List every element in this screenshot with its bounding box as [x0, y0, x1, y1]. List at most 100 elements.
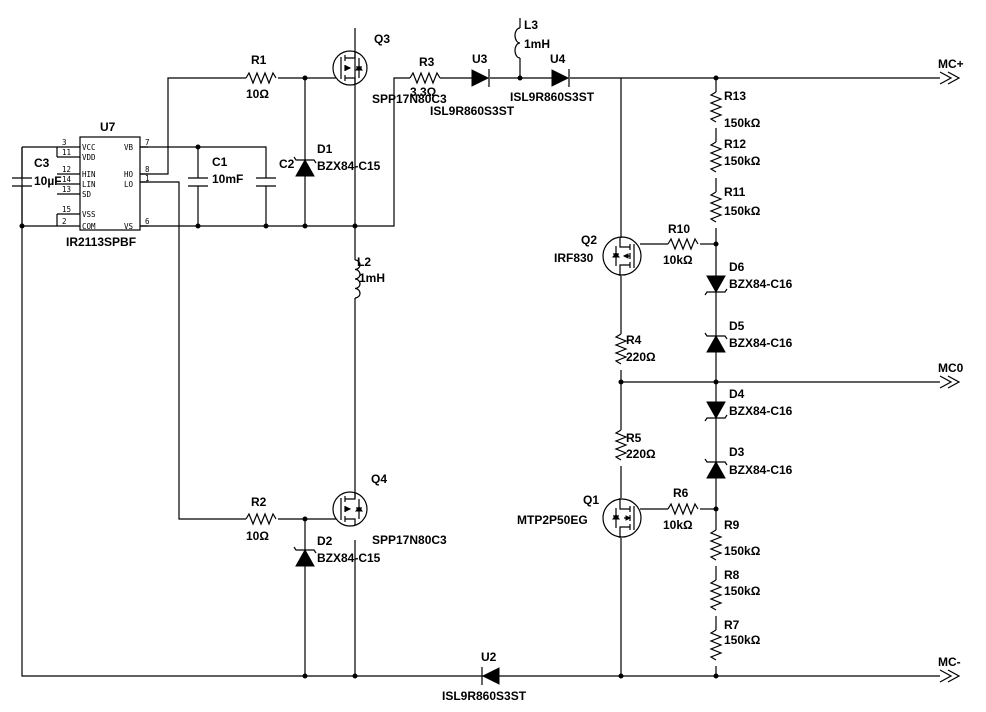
c1-value: 10mF — [212, 172, 243, 186]
ic-u7: U7 IR2113SPBF 3 VCC 11 VDD 12 HIN 14 LIN… — [57, 120, 150, 249]
r2-value: 10Ω — [246, 529, 269, 543]
d1-ref: D1 — [317, 142, 333, 156]
resistor-r4: R4 220Ω — [614, 333, 656, 365]
r9-ref: R9 — [724, 518, 740, 532]
inductor-l2: L2 1mH — [354, 255, 385, 299]
zener-d5: D5 BZX84-C16 — [704, 319, 793, 353]
diode-u2: U2 ISL9R860S3ST — [442, 650, 527, 703]
q2-part: IRF830 — [554, 251, 594, 265]
r4-ref: R4 — [626, 333, 642, 347]
r11-value: 150kΩ — [724, 204, 761, 218]
c2-ref: C2 — [279, 157, 295, 171]
c3-ref: C3 — [34, 156, 50, 170]
u3-ref: U3 — [472, 52, 488, 66]
mosfet-q3: Q3 SPP17N80C3 — [332, 32, 447, 106]
u7-pin-name: VCC — [82, 143, 96, 152]
d1-part: BZX84-C15 — [317, 159, 381, 173]
u7-pin-num: 7 — [145, 138, 150, 147]
r1-value: 10Ω — [246, 87, 269, 101]
u7-pin-num: 8 — [145, 165, 150, 174]
d6-ref: D6 — [729, 260, 745, 274]
r9-value: 150kΩ — [724, 544, 761, 558]
r13-ref: R13 — [724, 89, 746, 103]
l3-value: 1mH — [524, 37, 550, 51]
r1-ref: R1 — [251, 53, 267, 67]
d3-ref: D3 — [729, 445, 745, 459]
u7-pin-num: 6 — [145, 217, 150, 226]
zener-d3: D3 BZX84-C16 — [704, 445, 793, 479]
r4-value: 220Ω — [626, 350, 656, 364]
mosfet-q4: Q4 SPP17N80C3 — [332, 472, 447, 547]
u7-part: IR2113SPBF — [66, 235, 136, 249]
resistor-r11: R11 150kΩ — [709, 185, 761, 223]
r7-ref: R7 — [724, 618, 740, 632]
net-label-mc-minus: MC- — [938, 655, 961, 669]
resistor-r10: R10 10kΩ — [663, 222, 699, 267]
r12-value: 150kΩ — [724, 154, 761, 168]
diode-u3: U3 ISL9R860S3ST — [430, 52, 515, 118]
zener-d1: D1 BZX84-C15 — [293, 142, 381, 177]
q1-part: MTP2P50EG — [517, 513, 588, 527]
resistor-r12: R12 150kΩ — [709, 137, 761, 173]
q3-part: SPP17N80C3 — [372, 92, 447, 106]
u7-pin-num: 1 — [145, 174, 150, 183]
r5-value: 220Ω — [626, 447, 656, 461]
q1-ref: Q1 — [583, 493, 599, 507]
q2-ref: Q2 — [581, 233, 597, 247]
net-label-mc0: MC0 — [938, 361, 964, 375]
d5-part: BZX84-C16 — [729, 336, 793, 350]
u2-part: ISL9R860S3ST — [442, 689, 527, 703]
zener-d2: D2 BZX84-C15 — [293, 534, 381, 567]
resistor-r7: R7 150kΩ — [709, 618, 761, 661]
resistor-r9: R9 150kΩ — [709, 518, 761, 561]
r6-ref: R6 — [673, 486, 689, 500]
junctions — [19, 75, 719, 679]
u7-pin-num: 3 — [62, 138, 67, 147]
r10-value: 10kΩ — [663, 253, 693, 267]
net-port-mc-minus: MC- — [938, 655, 961, 683]
u7-pin-num: 13 — [62, 185, 71, 194]
r11-ref: R11 — [724, 185, 746, 199]
q4-part: SPP17N80C3 — [372, 533, 447, 547]
u2-ref: U2 — [481, 650, 497, 664]
capacitor-c3: C3 10µF — [12, 147, 62, 226]
u7-pin-num: 15 — [62, 205, 71, 214]
u3-part: ISL9R860S3ST — [430, 104, 515, 118]
u7-pin-name: LIN — [82, 180, 96, 189]
r8-ref: R8 — [724, 568, 740, 582]
d5-ref: D5 — [729, 319, 745, 333]
mosfet-q2: Q2 IRF830 — [554, 233, 642, 276]
resistor-r13: R13 150kΩ — [709, 89, 761, 130]
q3-ref: Q3 — [374, 32, 390, 46]
u7-pin-name: SD — [82, 190, 92, 199]
resistor-r1: R1 10Ω — [245, 53, 277, 101]
net-label-mc-plus: MC+ — [938, 57, 964, 71]
u7-pin-name: VB — [124, 143, 134, 152]
c3-value: 10µF — [34, 174, 62, 188]
r12-ref: R12 — [724, 137, 746, 151]
u4-ref: U4 — [550, 52, 566, 66]
r6-value: 10kΩ — [663, 518, 693, 532]
d4-ref: D4 — [729, 387, 745, 401]
u7-pin-num: 14 — [62, 175, 72, 184]
u7-pin-num: 2 — [62, 217, 67, 226]
net-port-mc-plus: MC+ — [938, 57, 964, 85]
u4-part: ISL9R860S3ST — [510, 90, 595, 104]
resistor-r5: R5 220Ω — [614, 429, 656, 461]
c1-ref: C1 — [212, 155, 228, 169]
net-ports: MC+ MC0 MC- — [938, 57, 964, 683]
resistor-r6: R6 10kΩ — [663, 486, 699, 532]
l3-ref: L3 — [524, 18, 538, 32]
d4-part: BZX84-C16 — [729, 404, 793, 418]
u7-pin-name: VSS — [82, 210, 96, 219]
u7-pin-name: HO — [124, 170, 134, 179]
d2-ref: D2 — [317, 534, 333, 548]
u7-pin-name: COM — [82, 222, 96, 231]
diode-u4: U4 ISL9R860S3ST — [510, 52, 595, 104]
u7-pin-name: VDD — [82, 153, 96, 162]
d6-part: BZX84-C16 — [729, 277, 793, 291]
capacitor-c2: C2 — [256, 157, 295, 187]
l2-value: 1mH — [359, 271, 385, 285]
u7-pin-num: 12 — [62, 165, 71, 174]
net-port-mc0: MC0 — [938, 361, 964, 389]
